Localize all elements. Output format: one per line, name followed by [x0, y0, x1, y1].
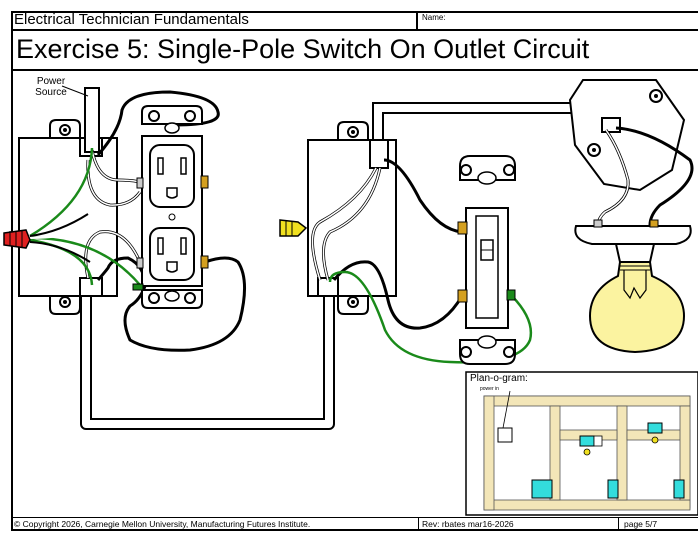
red-wire-nut — [3, 229, 31, 249]
light-junction-box — [568, 79, 686, 192]
power-source-label: Power Source — [35, 76, 67, 98]
copyright-text: © Copyright 2026, Carnegie Mellon Univer… — [14, 519, 311, 529]
loop-cable — [80, 285, 335, 430]
footer-separator — [618, 517, 619, 531]
plan-o-gram-sublabel: power in — [480, 386, 499, 392]
exercise-title: Exercise 5: Single-Pole Switch On Outlet… — [16, 34, 590, 64]
left-black-wire — [96, 90, 220, 156]
revision-text: Rev: rbates mar16-2026 — [422, 519, 514, 529]
footer-divider — [11, 517, 698, 518]
name-field[interactable]: Name: — [418, 11, 698, 31]
outlet-box — [18, 119, 118, 315]
lamp-holder — [574, 219, 692, 263]
switch-ground-wire — [328, 270, 533, 364]
single-pole-switch — [457, 155, 516, 365]
switch-box — [307, 121, 397, 315]
name-label: Name: — [422, 13, 446, 22]
footer-separator — [418, 517, 419, 531]
switch-black-wire-top — [383, 158, 463, 234]
plan-o-gram — [465, 371, 698, 516]
title-divider — [11, 69, 698, 71]
duplex-receptacle — [132, 105, 209, 309]
yellow-wire-nut — [279, 219, 308, 237]
left-black-wire-2 — [96, 256, 246, 352]
power-source-cable — [84, 87, 100, 153]
light-bulb — [588, 261, 686, 354]
plan-o-gram-label: Plan-o-gram: — [470, 373, 528, 384]
worksheet-border — [11, 11, 698, 531]
switch-black-wire-bottom — [332, 260, 464, 330]
light-black-wire — [615, 126, 694, 226]
page-number: page 5/7 — [624, 519, 658, 529]
course-title: Electrical Technician Fundamentals — [11, 11, 418, 31]
